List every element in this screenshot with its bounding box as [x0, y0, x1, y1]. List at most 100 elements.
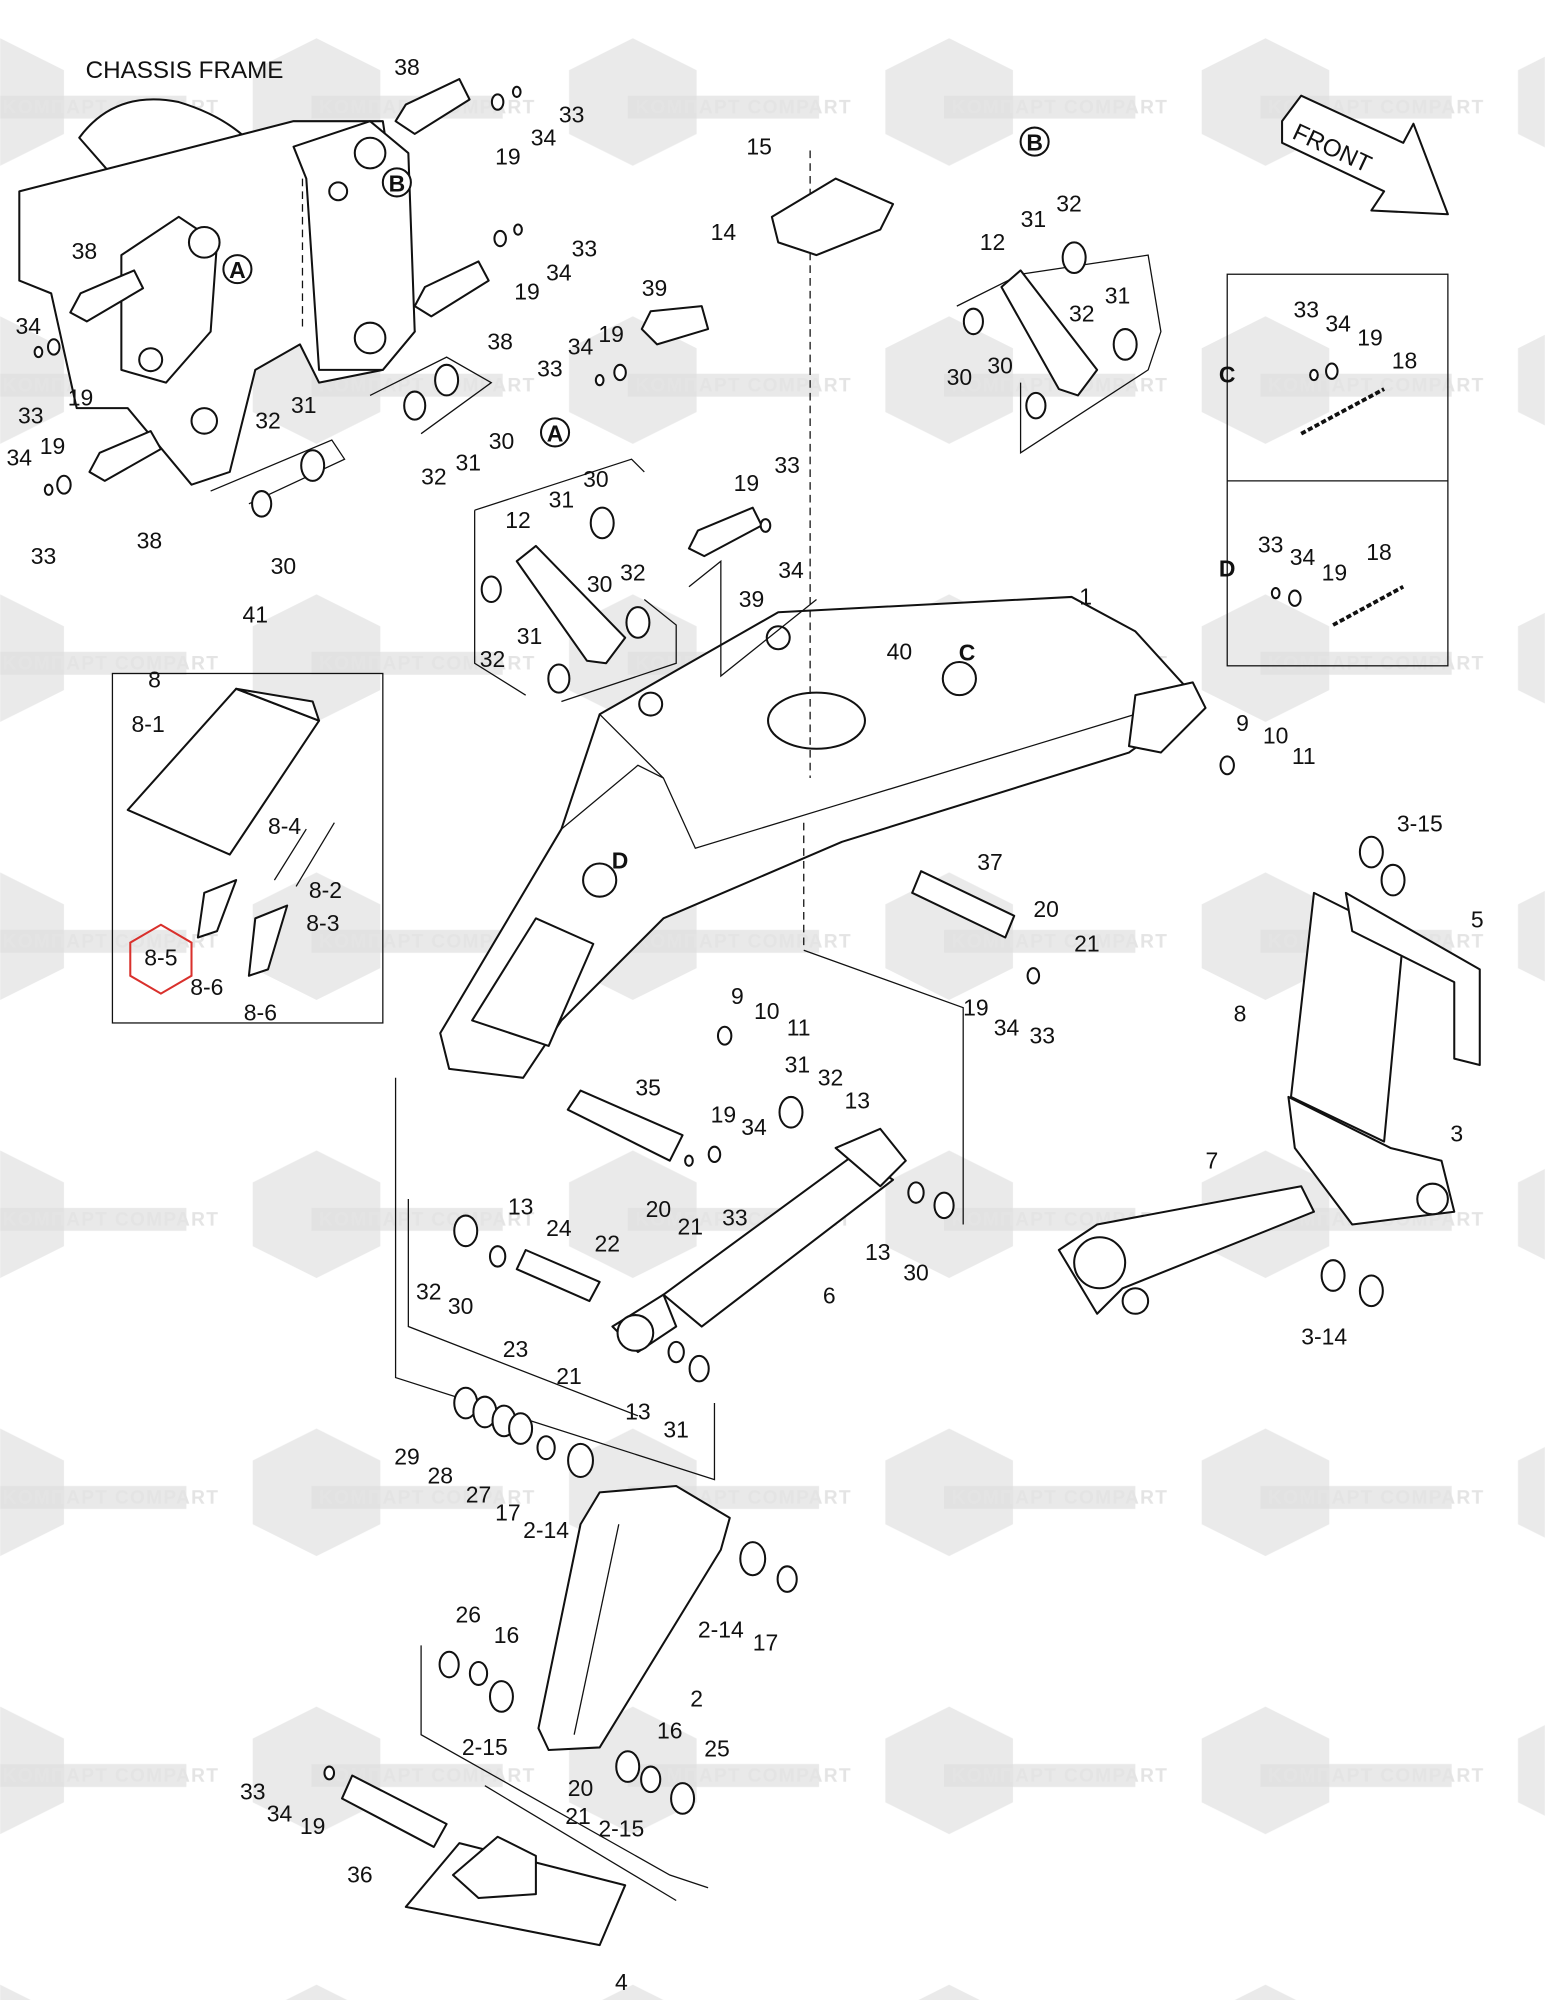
part-label-23: 23: [503, 1336, 529, 1362]
svg-text:D: D: [612, 848, 629, 874]
part-label-33: 33: [240, 1779, 266, 1805]
washer: [508, 1412, 534, 1445]
part-label-8-3: 8-3: [306, 910, 339, 936]
washer: [1288, 589, 1302, 607]
washer: [716, 1025, 733, 1046]
washer: [594, 373, 605, 387]
callout-A: A: [222, 254, 253, 285]
detail-box-c-d: [1226, 273, 1449, 667]
part-label-34: 34: [1290, 544, 1316, 570]
step-assembly: [126, 687, 335, 977]
part-label-31: 31: [1021, 206, 1047, 232]
washer: [778, 1095, 804, 1129]
washer: [493, 229, 507, 248]
washer: [625, 606, 651, 639]
part-label-8-6: 8-6: [244, 999, 277, 1025]
part-label-35: 35: [635, 1075, 661, 1101]
part-label-8: 8: [1234, 1001, 1247, 1027]
washer: [33, 345, 44, 359]
part-label-33: 33: [1258, 531, 1284, 557]
washer: [453, 1214, 479, 1248]
washer: [43, 483, 54, 496]
part-label-10: 10: [754, 998, 780, 1024]
part-label-20: 20: [568, 1775, 594, 1801]
washer: [468, 1660, 489, 1686]
right-assembly: [1057, 891, 1481, 1315]
part-label-32: 32: [421, 464, 447, 490]
part-label-13: 13: [508, 1193, 534, 1219]
part-label-6: 6: [823, 1283, 836, 1309]
callout-A: A: [539, 417, 571, 448]
part-label-9: 9: [731, 983, 744, 1009]
washers: [33, 85, 1406, 1815]
part-label-29: 29: [394, 1443, 420, 1469]
part-label-32: 32: [818, 1064, 844, 1090]
part-label-31: 31: [1105, 283, 1131, 309]
washer: [323, 1765, 336, 1781]
part-label-13: 13: [625, 1399, 651, 1425]
part-label-41: 41: [243, 601, 269, 627]
part-label-21: 21: [556, 1363, 582, 1389]
washer: [536, 1435, 556, 1461]
part-label-2-15: 2-15: [598, 1816, 644, 1842]
part-label-2-14: 2-14: [698, 1617, 744, 1643]
washer: [1309, 368, 1319, 382]
part-label-16: 16: [494, 1622, 520, 1648]
washer: [1112, 328, 1138, 361]
part-label-33: 33: [537, 355, 563, 381]
part-label-2: 2: [690, 1686, 703, 1712]
washer: [434, 363, 460, 397]
part-label-19: 19: [40, 433, 66, 459]
part-label-4: 4: [615, 1969, 628, 1995]
washer: [56, 474, 72, 495]
part-label-34: 34: [778, 557, 804, 583]
part-label-19: 19: [1357, 325, 1383, 351]
part-label-19: 19: [300, 1813, 326, 1839]
pin-38: [69, 269, 145, 323]
part-label-17: 17: [495, 1499, 521, 1525]
washer: [684, 1154, 694, 1167]
front-direction-arrow: FRONT: [1281, 94, 1449, 216]
link-12: [515, 544, 627, 665]
part-label-20: 20: [646, 1196, 672, 1222]
washer: [1325, 362, 1339, 380]
washer: [1270, 586, 1281, 600]
part-label-19: 19: [495, 144, 521, 170]
part-label-33: 33: [722, 1205, 748, 1231]
part-label-36: 36: [347, 1862, 373, 1888]
part-label-34: 34: [1325, 311, 1351, 337]
part-label-31: 31: [517, 623, 543, 649]
part-label-30: 30: [489, 428, 515, 454]
part-label-14: 14: [711, 219, 737, 245]
part-label-16: 16: [657, 1718, 683, 1744]
washer: [962, 307, 984, 336]
part-label-34: 34: [994, 1015, 1020, 1041]
part-label-34: 34: [15, 313, 41, 339]
svg-text:C: C: [959, 640, 976, 666]
part-label-38: 38: [137, 527, 163, 553]
link-12: [1000, 269, 1099, 397]
pin-38: [88, 430, 162, 482]
washer: [567, 1442, 594, 1479]
part-label-17: 17: [753, 1630, 779, 1656]
part-label-19: 19: [1322, 559, 1348, 585]
part-label-33: 33: [18, 402, 44, 428]
part-label-30: 30: [947, 364, 973, 390]
callout-B: B: [381, 167, 412, 198]
hydraulic-cylinder: [611, 1127, 907, 1354]
part-label-34: 34: [546, 260, 572, 286]
svg-text:D: D: [1219, 556, 1236, 582]
main-boom: [439, 595, 1207, 1079]
part-label-39: 39: [739, 586, 765, 612]
part-label-24: 24: [546, 1215, 572, 1241]
washer: [776, 1565, 798, 1593]
part-label-34: 34: [531, 124, 557, 150]
part-label-30: 30: [271, 553, 297, 579]
part-label-15: 15: [746, 133, 772, 159]
pin-38: [413, 260, 490, 318]
pin-37: [911, 870, 1016, 939]
washer: [1026, 967, 1041, 985]
callout-B: B: [1019, 126, 1050, 157]
chain-18: [1332, 585, 1405, 627]
part-label-5: 5: [1471, 906, 1484, 932]
